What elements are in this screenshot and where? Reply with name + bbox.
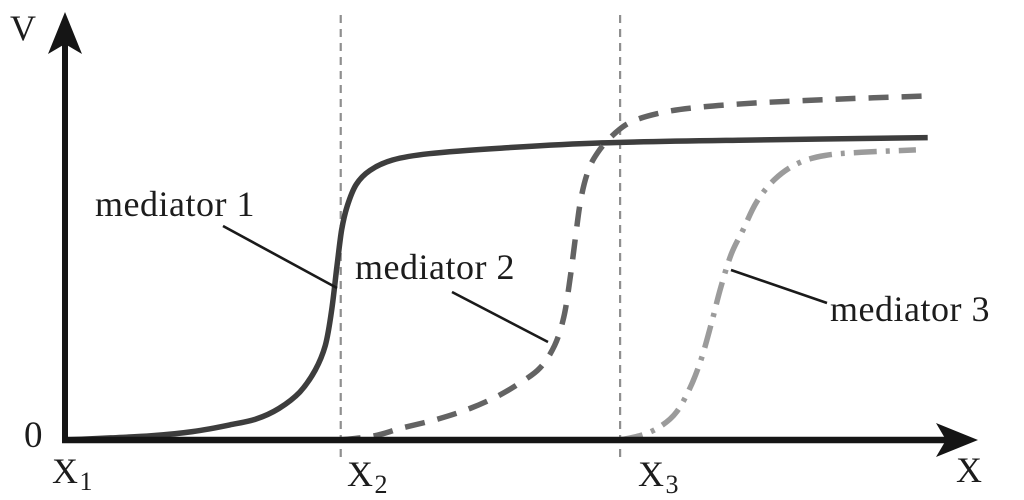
x-tick-label-x2: X2 [347,456,388,498]
curve-mediator-3 [619,147,917,443]
x-tick-x2-base: X [347,454,374,494]
x-tick-label-x3: X3 [638,456,679,498]
leader-line-mediator-3 [730,268,828,305]
x-axis-label: X [956,450,983,490]
x-tick-label-x1: X1 [52,453,93,495]
leader-line-mediator-1 [222,224,338,290]
series-label-mediator-2: mediator 2 [355,247,515,287]
x-axis-arrowhead [936,423,978,457]
curve-mediator-2 [340,93,928,443]
leader-line-mediator-2 [451,290,549,344]
x-tick-x3-base: X [638,454,665,494]
y-axis-label: V [10,8,37,48]
x-tick-x3-subscript: 3 [665,470,679,499]
series-label-mediator-3: mediator 3 [830,289,990,329]
origin-label: 0 [24,415,43,456]
x-tick-x1-base: X [52,451,79,491]
series-label-mediator-1: mediator 1 [95,184,255,224]
x-tick-x1-subscript: 1 [79,467,93,496]
curve-mediator-1 [64,134,928,443]
x-tick-x2-subscript: 2 [374,470,388,499]
y-axis-arrowhead [48,12,82,54]
